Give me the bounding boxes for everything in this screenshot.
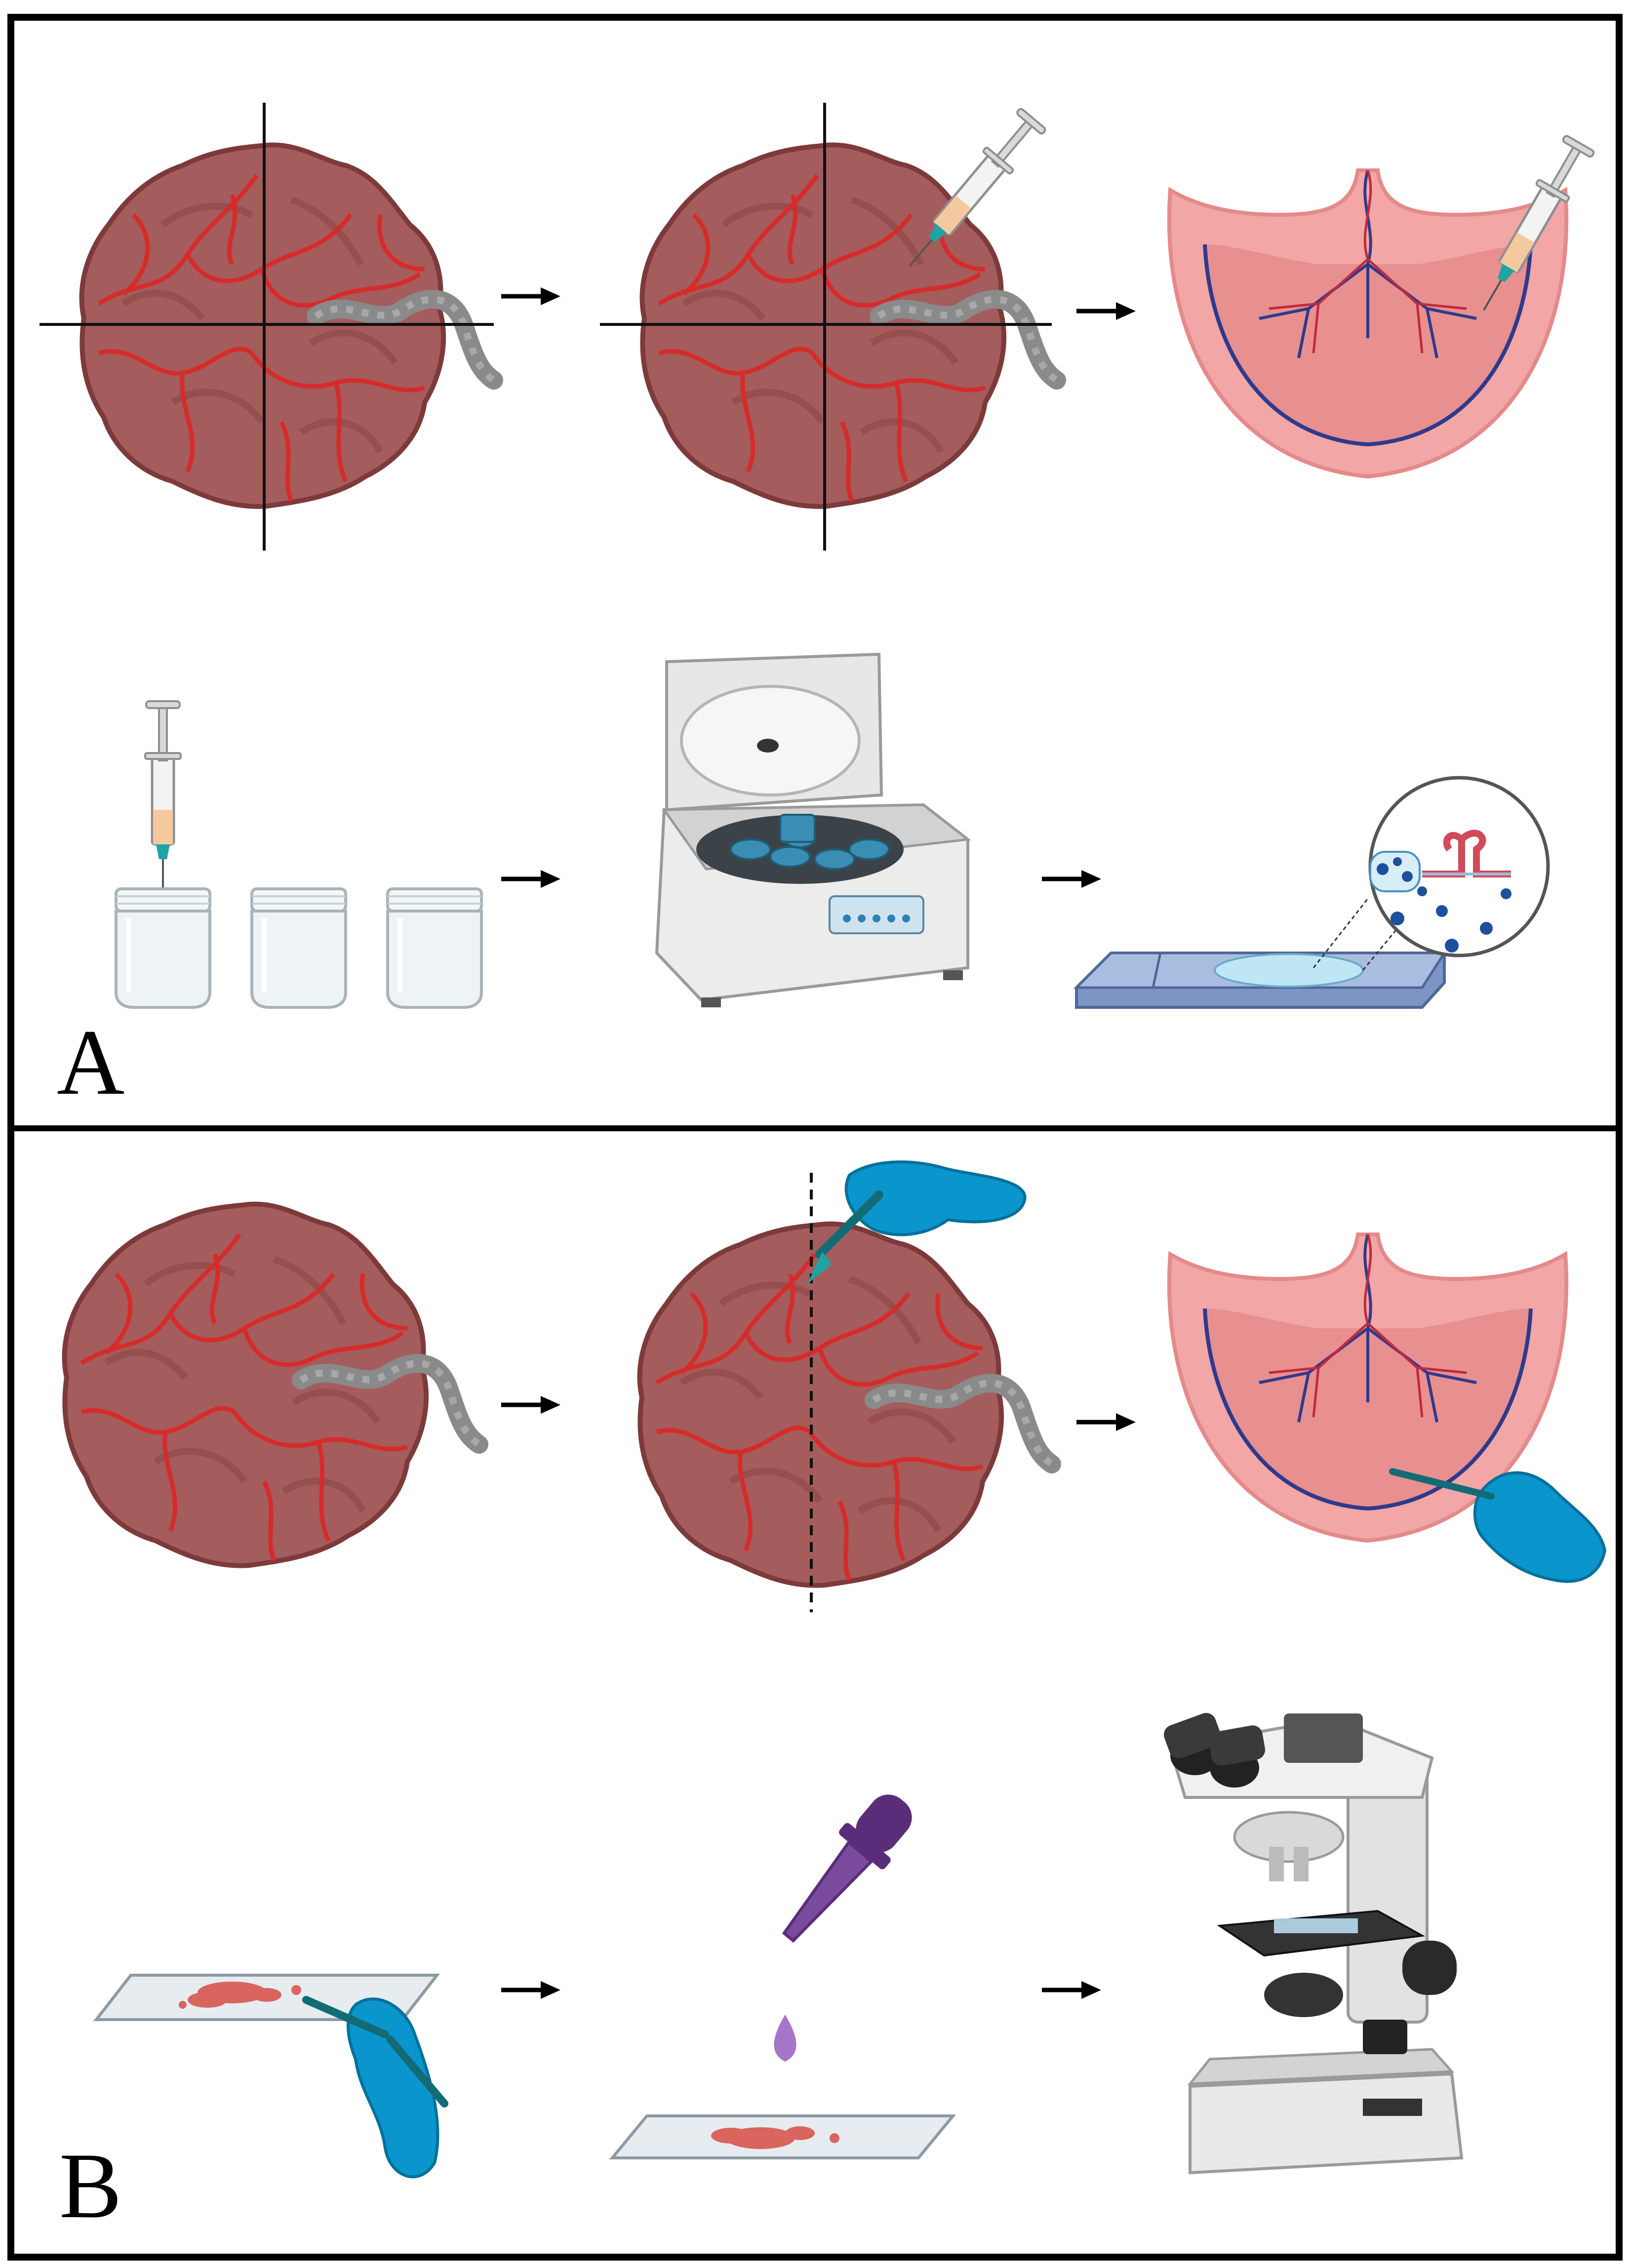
gloved-hand-scalpel-icon-2 [302, 1996, 448, 2179]
stain-dropper-step [609, 1794, 956, 2159]
dropper-icon [782, 1794, 912, 1943]
arrow-b-2 [1076, 1413, 1136, 1431]
cell-smear-spot [1214, 953, 1364, 988]
placenta-quadrant-injection-step [600, 103, 1057, 551]
specimen-jar-1 [116, 889, 210, 1007]
centrifuge [655, 652, 971, 1007]
placenta-whole-step [65, 1204, 479, 1565]
panel-b: B [59, 1160, 1607, 2238]
slide-smear-scalpel-step [93, 1974, 448, 2179]
placenta-cross-section-sampling-step [1169, 1234, 1607, 1583]
arrow-a-4 [1042, 870, 1101, 888]
placenta-quadrant-lines-step [40, 103, 494, 551]
figure-border [7, 14, 1623, 2261]
panel-a: A [40, 103, 1595, 1114]
slide-cell-smear [1073, 776, 1550, 1009]
syringe-into-jars-step [116, 701, 481, 1007]
arrow-a-2 [1076, 302, 1136, 320]
syringe-icon-3 [145, 701, 181, 894]
arrow-a-1 [501, 287, 560, 305]
arrow-b-3 [501, 1981, 560, 1999]
placenta-cross-section-injection-step [1169, 134, 1595, 477]
gloved-hand-forceps-icon [1389, 1468, 1607, 1583]
panel-letter-b: B [59, 2134, 122, 2238]
specimen-jar-3 [388, 889, 481, 1007]
arrow-b-1 [501, 1396, 560, 1414]
arrow-b-4 [1042, 1981, 1101, 1999]
gloved-hand-scalpel-icon [807, 1160, 1027, 1284]
arrow-a-3 [501, 870, 560, 888]
light-microscope [1163, 1712, 1464, 2175]
specimen-jar-2 [252, 889, 346, 1007]
placenta-incision-step [640, 1160, 1052, 1612]
panel-letter-a: A [57, 1011, 124, 1114]
stain-drop [774, 2015, 796, 2062]
